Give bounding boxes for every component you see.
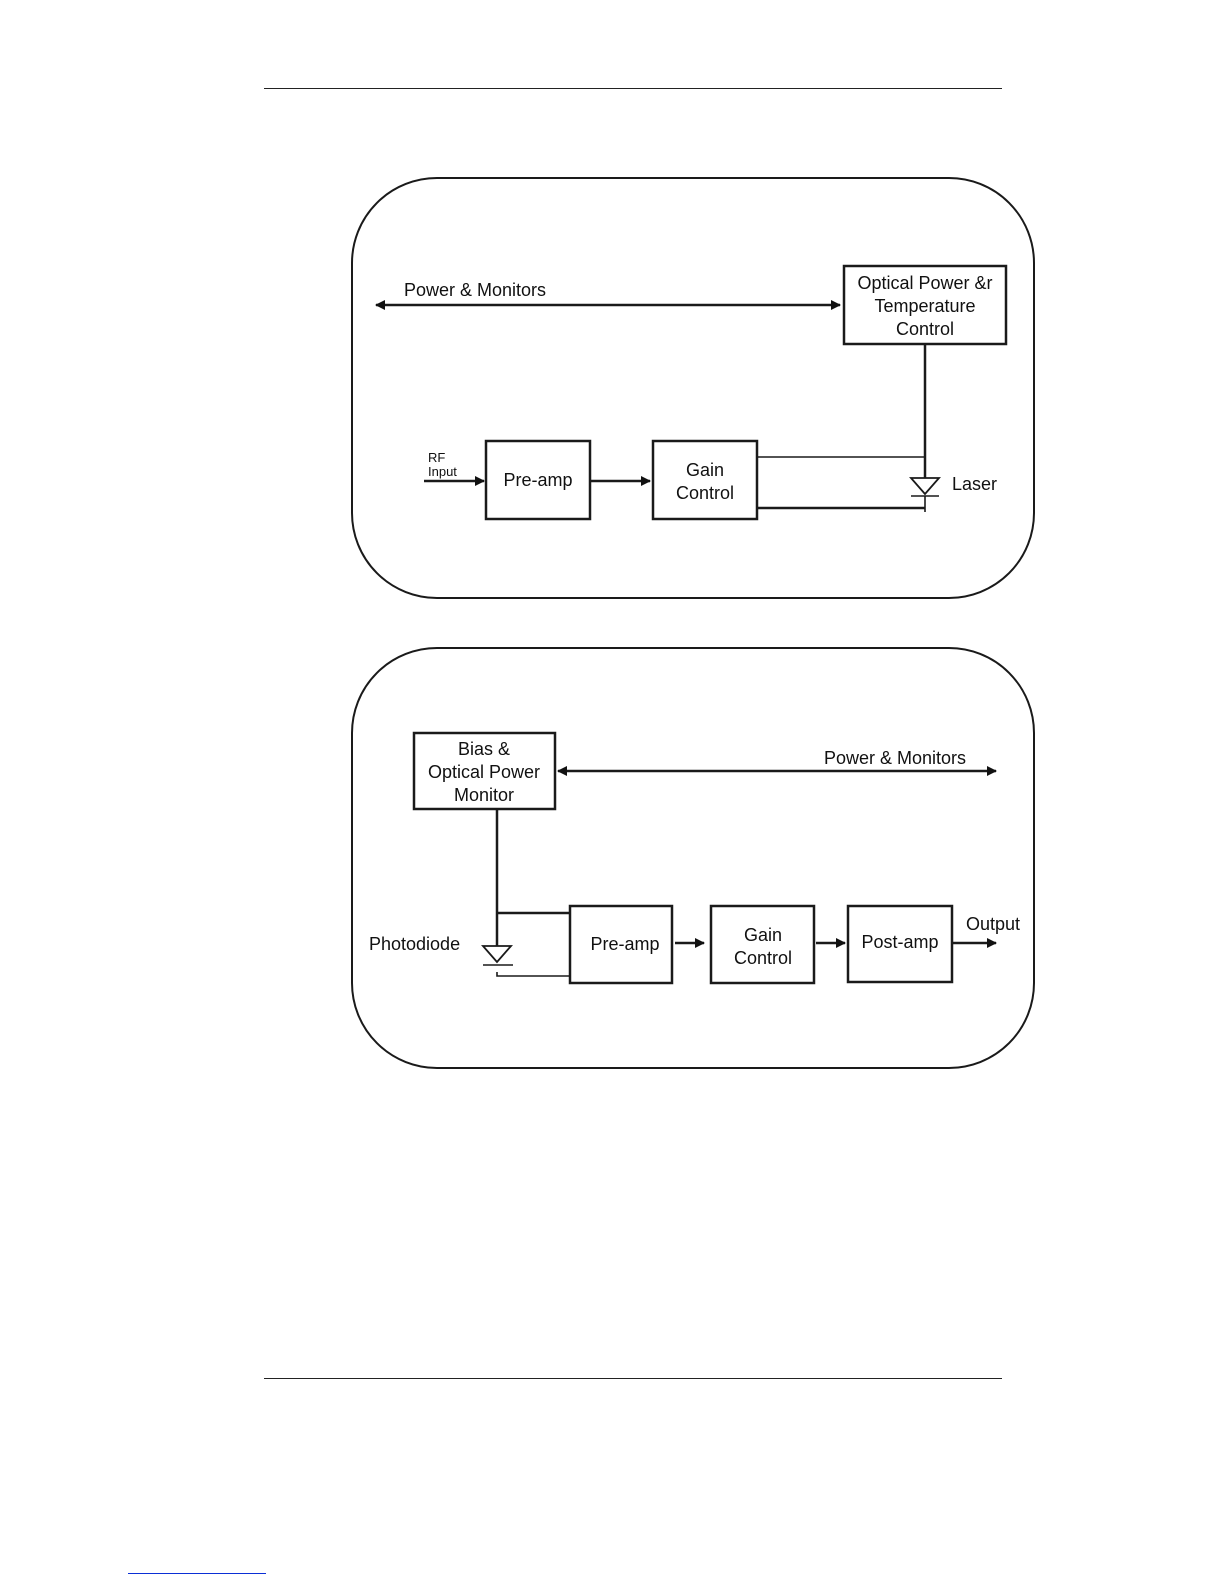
tx-power-monitors-label: Power & Monitors <box>404 280 546 300</box>
tx-preamp-label: Pre-amp <box>503 470 572 490</box>
rx-gain-line1: Gain <box>744 925 782 945</box>
photodiode-icon <box>483 946 513 965</box>
rx-photodiode-bottom-wire <box>497 972 570 976</box>
rf-input-line2: Input <box>428 464 457 479</box>
transmitter-panel-border <box>352 178 1034 598</box>
optical-power-line3: Control <box>896 319 954 339</box>
optical-power-line1: Optical Power &r <box>857 273 992 293</box>
optical-power-line2: Temperature <box>874 296 975 316</box>
rx-gain-line2: Control <box>734 948 792 968</box>
rx-preamp-label: Pre-amp <box>590 934 659 954</box>
transmitter-diagram: Power & Monitors Optical Power &r Temper… <box>352 178 1034 598</box>
bias-line1: Bias & <box>458 739 510 759</box>
tx-gain-line2: Control <box>676 483 734 503</box>
output-label: Output <box>966 914 1020 934</box>
photodiode-label: Photodiode <box>369 934 460 954</box>
rf-input-line1: RF <box>428 450 445 465</box>
rx-power-monitors-label: Power & Monitors <box>824 748 966 768</box>
tx-gain-control-box <box>653 441 757 519</box>
receiver-diagram: Bias & Optical Power Monitor Power & Mon… <box>352 648 1034 1068</box>
laser-label: Laser <box>952 474 997 494</box>
postamp-label: Post-amp <box>861 932 938 952</box>
bias-line2: Optical Power <box>428 762 540 782</box>
tx-gain-line1: Gain <box>686 460 724 480</box>
receiver-panel-border <box>352 648 1034 1068</box>
bias-line3: Monitor <box>454 785 514 805</box>
